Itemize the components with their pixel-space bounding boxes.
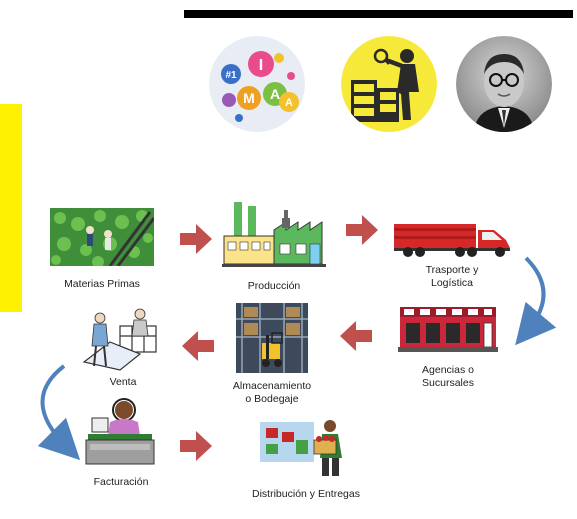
svg-text:I: I [259,57,263,74]
label-agencias: Agencias o Sucursales [422,364,474,389]
billing-image [84,396,158,466]
label-distribucion: Distribución y Entregas [252,488,360,500]
man-portrait [456,36,552,132]
top-rule [184,10,573,18]
sales-image [80,306,166,372]
storefront-image [398,305,498,353]
truck-image [394,220,512,258]
raw-materials-image [50,208,154,266]
svg-text:M: M [243,90,255,106]
warehouse-image [236,303,308,373]
arrow-right-2 [346,215,378,245]
svg-text:A: A [285,97,293,109]
arrow-right-3 [180,431,212,461]
factory-image [222,200,326,268]
curve-arrow-left [37,364,81,461]
curve-arrow-right [515,256,557,346]
logo-badge: #1 [225,70,237,81]
svg-text:A: A [270,86,280,102]
label-facturacion: Facturación [93,476,149,488]
label-almacenamiento: Almacenamiento o Bodegaje [232,380,312,405]
miaa-logo: #1 M I A A [209,36,305,132]
delivery-image [256,414,354,478]
arrow-left-2 [182,331,214,361]
label-produccion: Producción [247,280,301,292]
label-transporte: Trasporte y Logística [425,264,479,289]
label-venta: Venta [109,376,137,388]
side-accent-bar [0,104,22,312]
arrow-right-1 [180,224,212,254]
label-materias-primas: Materias Primas [64,278,140,290]
arrow-left-1 [340,321,372,351]
file-clerk-image [341,36,437,132]
